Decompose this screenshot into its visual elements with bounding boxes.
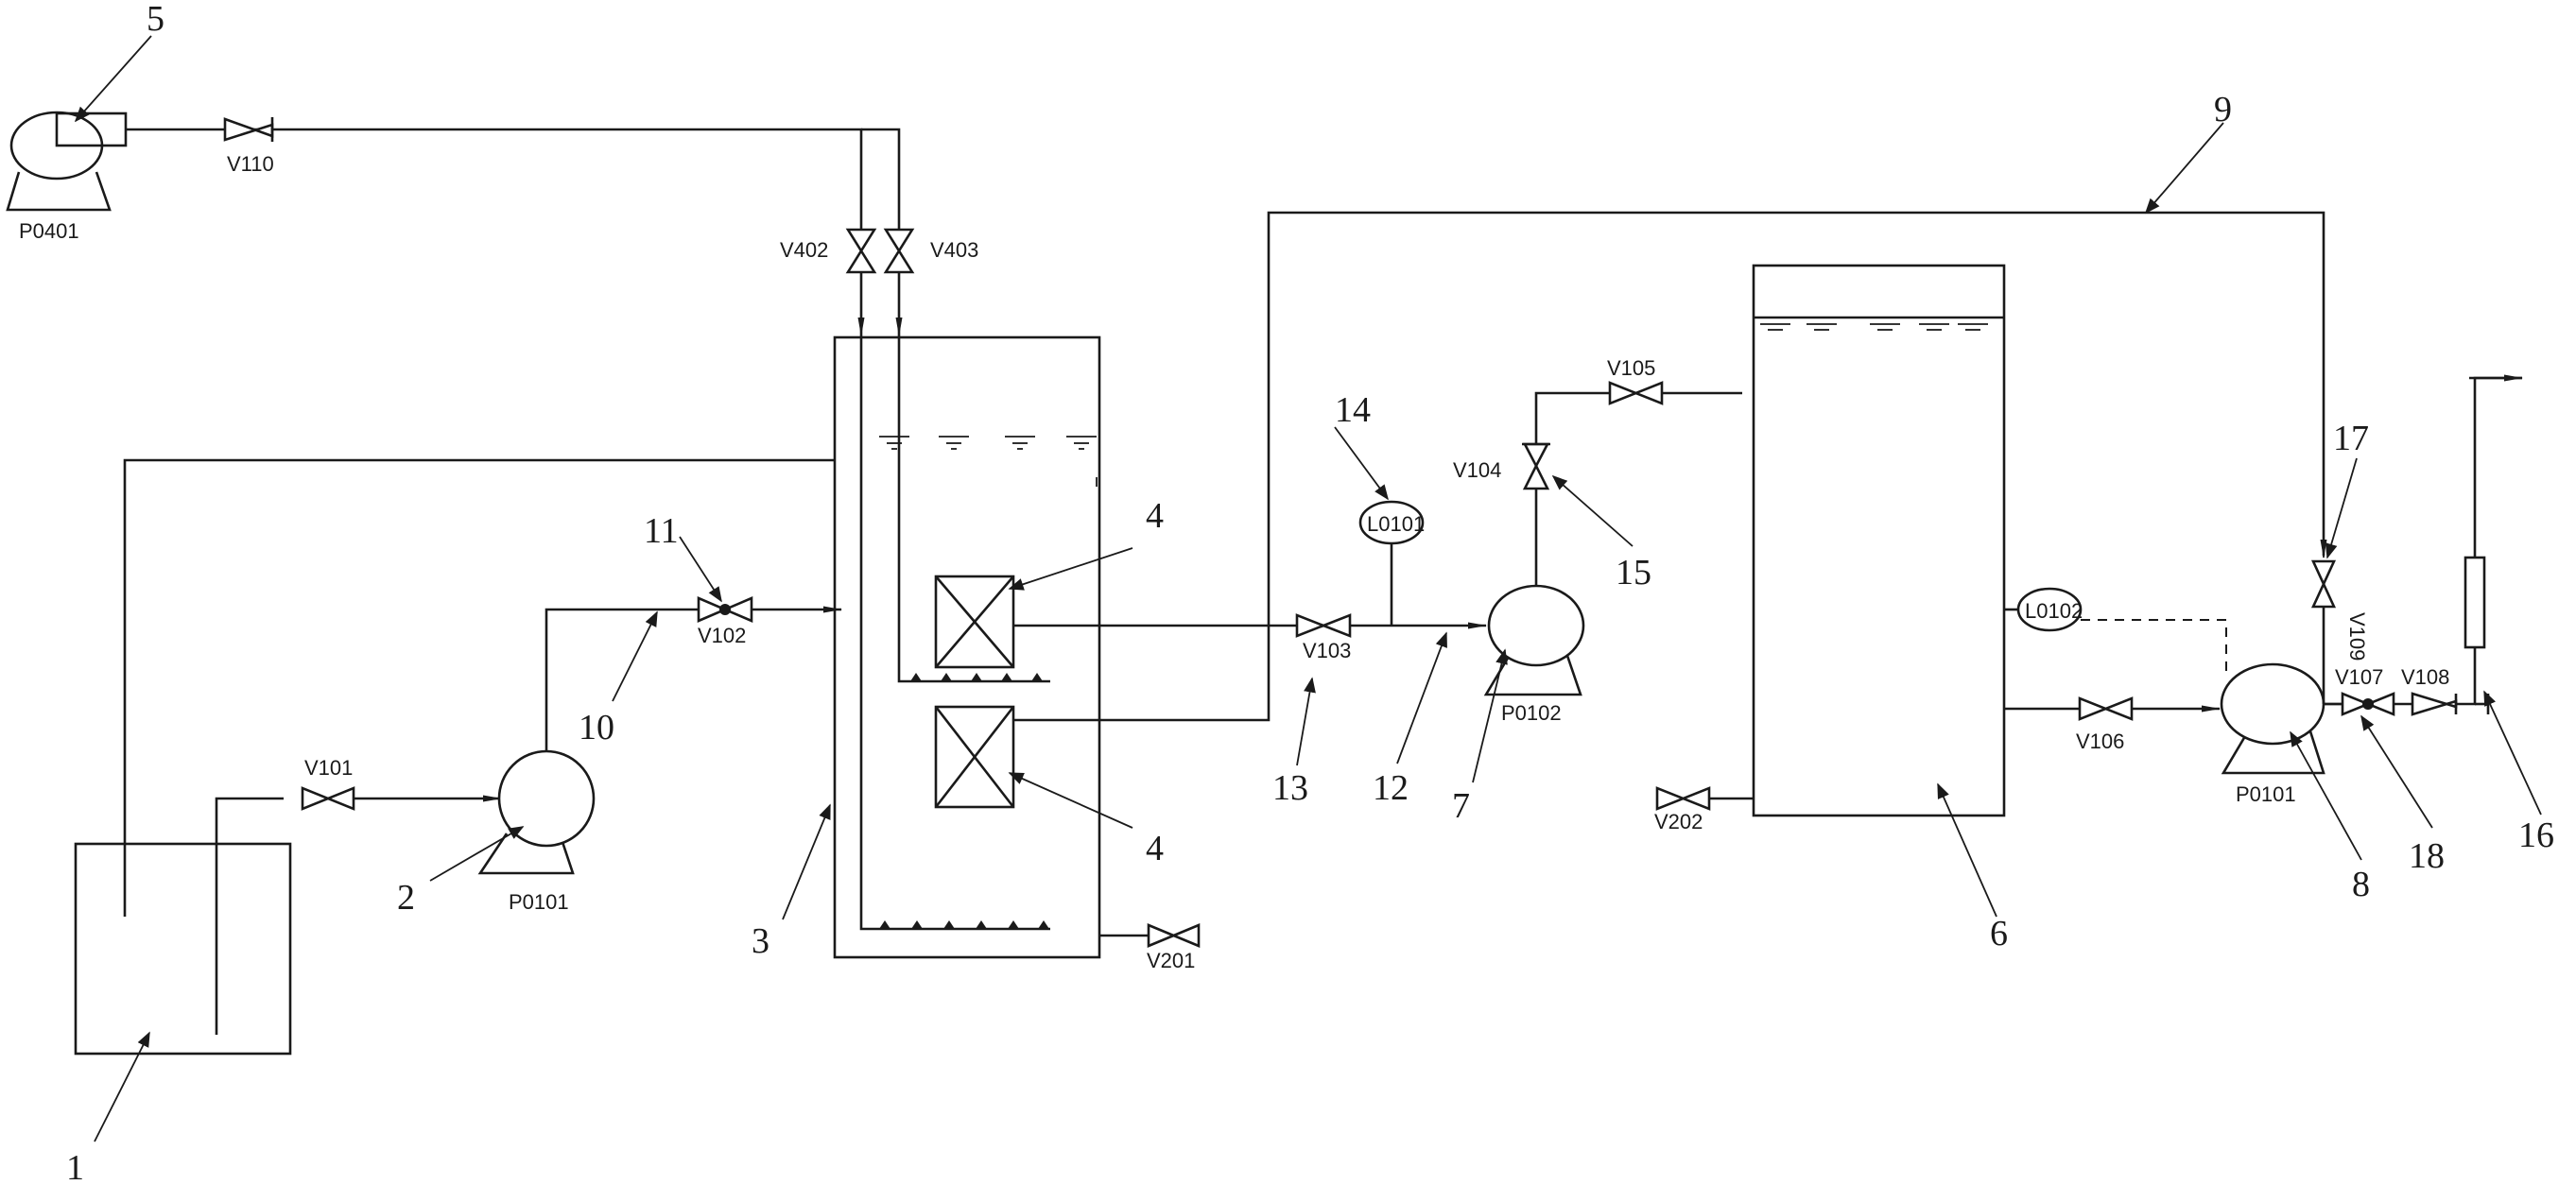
water-level-marks: [879, 436, 1098, 487]
tag-v103: V103: [1303, 639, 1351, 662]
valve-v402: [845, 228, 877, 274]
tag-v108: V108: [2401, 665, 2449, 689]
valve-v101: [301, 786, 355, 811]
callout-leaders: [74, 35, 2542, 1142]
valve-v202: [1655, 786, 1711, 811]
valve-v108: [2411, 692, 2458, 716]
valve-v403: [883, 228, 915, 274]
callout-9: 9: [2214, 90, 2232, 129]
membrane-module-upper: [934, 575, 1015, 669]
tag-v101: V101: [304, 756, 353, 780]
callout-16: 16: [2518, 816, 2554, 855]
reactor-vessel: [833, 335, 1101, 959]
membrane-module-lower: [934, 705, 1015, 809]
tag-v110: V110: [227, 152, 274, 176]
raw-water-tank: [74, 458, 835, 1056]
diffusers-upper: [910, 673, 1043, 681]
callout-8: 8: [2352, 865, 2370, 904]
tag-v107: V107: [2335, 665, 2383, 689]
valve-v103: [1295, 613, 1352, 638]
tag-p0101-feed: P0101: [509, 890, 569, 914]
tag-v402: V402: [780, 238, 828, 262]
level-gauge-l0102: [2004, 587, 2227, 676]
transfer-pump: [1483, 584, 1585, 696]
level-gauge-l0101: [1358, 500, 1425, 545]
discharge-pump: [2220, 662, 2325, 775]
callout-11: 11: [644, 511, 679, 551]
tag-v109: V109: [2345, 612, 2369, 661]
tag-l0102: L0102: [2025, 599, 2083, 623]
clean-water-tank: [1752, 264, 2006, 817]
callout-1: 1: [66, 1148, 84, 1185]
callout-12: 12: [1373, 768, 1409, 808]
air-pump: [6, 111, 128, 212]
feed-pump: [477, 749, 596, 875]
callout-18: 18: [2409, 836, 2445, 876]
callout-2: 2: [397, 878, 415, 918]
tag-l0101: L0101: [1367, 512, 1425, 536]
tag-p0101-discharge: P0101: [2236, 782, 2296, 806]
tag-v106: V106: [2076, 730, 2124, 753]
callout-15: 15: [1616, 553, 1651, 592]
tank6-level-marks: [1760, 323, 1988, 331]
tag-v105: V105: [1607, 356, 1655, 380]
callout-7: 7: [1452, 786, 1470, 826]
tag-p0401: P0401: [19, 219, 79, 243]
valve-v105: [1608, 381, 1664, 405]
tag-v403: V403: [930, 238, 978, 262]
callout-4-upper: 4: [1146, 496, 1164, 536]
callout-14: 14: [1335, 390, 1371, 430]
tag-v201: V201: [1147, 949, 1195, 972]
callout-10: 10: [579, 708, 614, 747]
callout-17: 17: [2333, 419, 2369, 458]
tag-p0102: P0102: [1501, 701, 1562, 725]
callout-3: 3: [752, 921, 769, 961]
valve-v107: [2341, 692, 2395, 716]
valve-v106: [2078, 696, 2134, 721]
callout-4-lower: 4: [1146, 829, 1164, 868]
tag-v202: V202: [1654, 810, 1703, 833]
valve-v102: [697, 596, 753, 623]
valve-v109: [2310, 559, 2337, 609]
valve-v110: [223, 117, 274, 142]
flow-meter: [2464, 556, 2486, 649]
diffusers-lower: [879, 920, 1049, 929]
valve-v201: [1147, 923, 1201, 948]
tag-v102: V102: [698, 624, 746, 647]
tag-v104: V104: [1453, 458, 1501, 482]
callout-13: 13: [1272, 768, 1308, 808]
callout-6: 6: [1990, 914, 2008, 953]
callout-5: 5: [147, 0, 164, 39]
valve-v104: [1522, 442, 1550, 490]
